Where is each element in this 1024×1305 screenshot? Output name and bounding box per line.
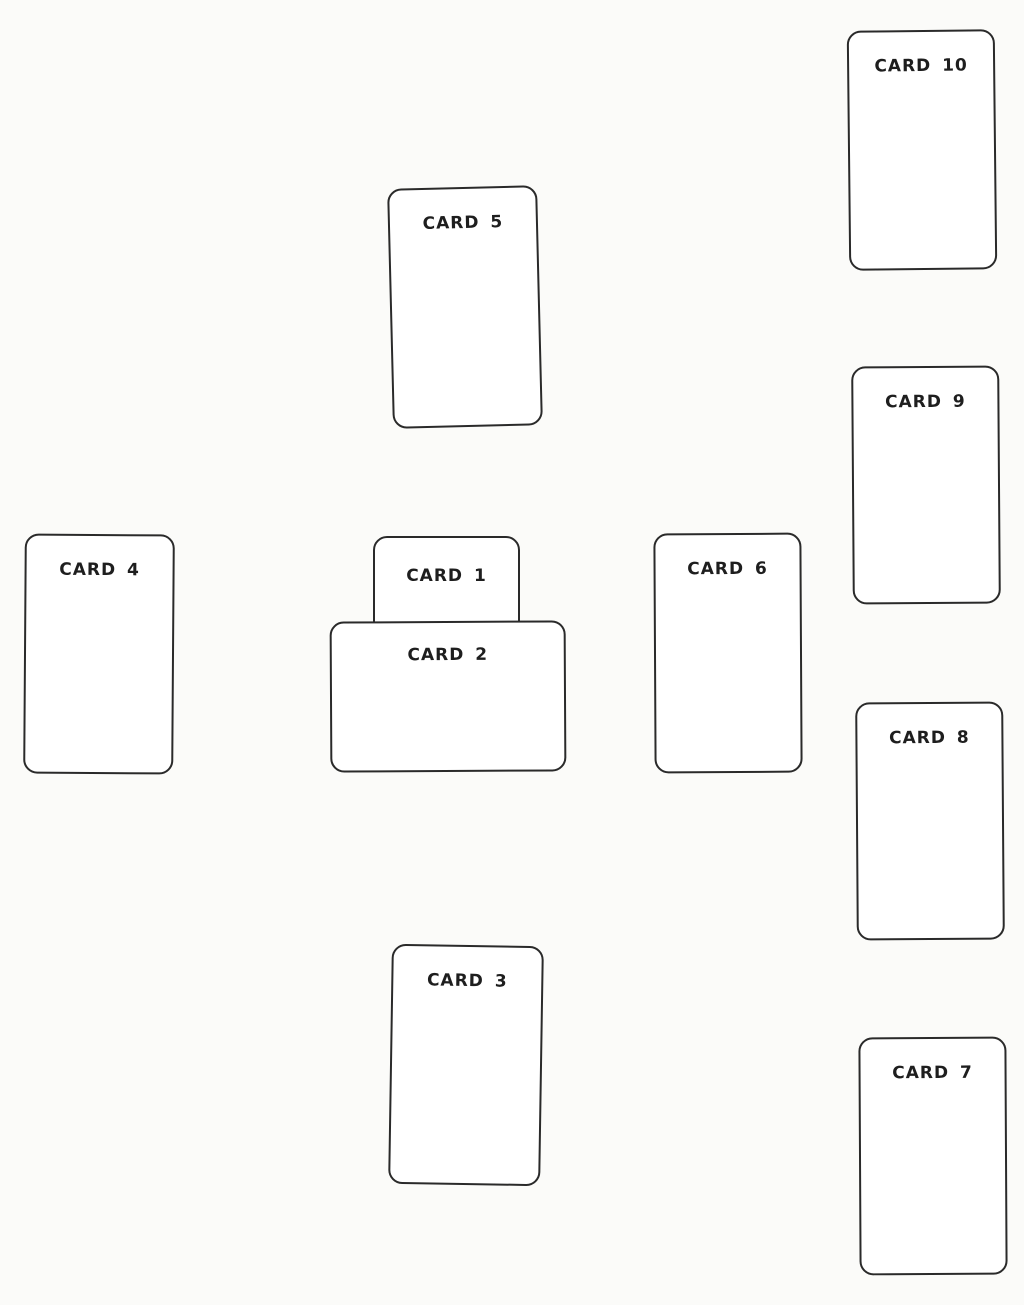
- card-8-label: CARD 8: [889, 727, 970, 749]
- card-2-label: CARD 2: [407, 644, 489, 666]
- card-5-label: CARD 5: [422, 212, 504, 235]
- card-4-label: CARD 4: [59, 559, 140, 581]
- card-10: CARD 10: [846, 29, 998, 271]
- card-5: CARD 5: [387, 185, 543, 429]
- card-1-label: CARD 1: [406, 566, 487, 586]
- card-3-label: CARD 3: [426, 970, 508, 992]
- card-7: CARD 7: [858, 1036, 1008, 1276]
- card-6-label: CARD 6: [687, 558, 768, 580]
- card-9: CARD 9: [851, 365, 1001, 605]
- card-2-crossing: CARD 2: [329, 620, 567, 773]
- card-7-label: CARD 7: [892, 1062, 973, 1084]
- card-4: CARD 4: [23, 533, 175, 775]
- card-6: CARD 6: [653, 532, 803, 774]
- card-8: CARD 8: [855, 701, 1005, 941]
- card-3: CARD 3: [388, 943, 544, 1187]
- card-10-label: CARD 10: [874, 55, 968, 77]
- card-9-label: CARD 9: [885, 391, 966, 413]
